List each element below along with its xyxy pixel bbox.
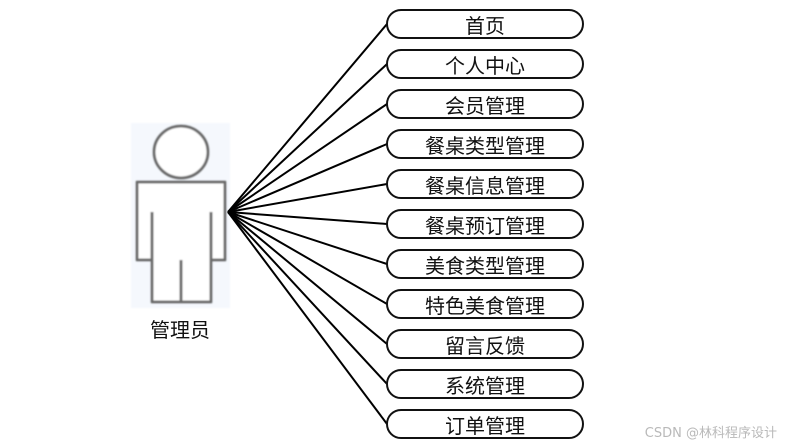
use-case-8: 特色美食管理 [386,289,584,319]
use-case-4: 餐桌类型管理 [386,129,584,159]
connector-line-7 [227,211,388,265]
connector-line-6 [227,211,388,225]
use-case-2: 个人中心 [386,49,584,79]
connector-line-10 [227,211,388,385]
use-case-1: 首页 [386,9,584,39]
connector-line-5 [227,183,388,213]
connector-line-2 [227,63,388,213]
use-case-3: 会员管理 [386,89,584,119]
actor-label: 管理员 [150,318,210,342]
use-case-9: 留言反馈 [386,329,584,359]
use-case-10: 系统管理 [386,369,584,399]
user-figure-icon [131,123,230,308]
use-case-5: 餐桌信息管理 [386,169,584,199]
connector-line-3 [227,103,388,213]
use-case-11: 订单管理 [386,409,584,439]
use-case-6: 餐桌预订管理 [386,209,584,239]
connector-line-9 [227,211,388,345]
connector-line-8 [227,211,388,305]
connector-line-11 [227,211,388,425]
connector-lines [227,23,388,425]
connector-line-4 [227,143,388,213]
connector-line-1 [227,23,388,213]
watermark: CSDN @林科程序设计 [644,426,777,441]
use-case-7: 美食类型管理 [386,249,584,279]
